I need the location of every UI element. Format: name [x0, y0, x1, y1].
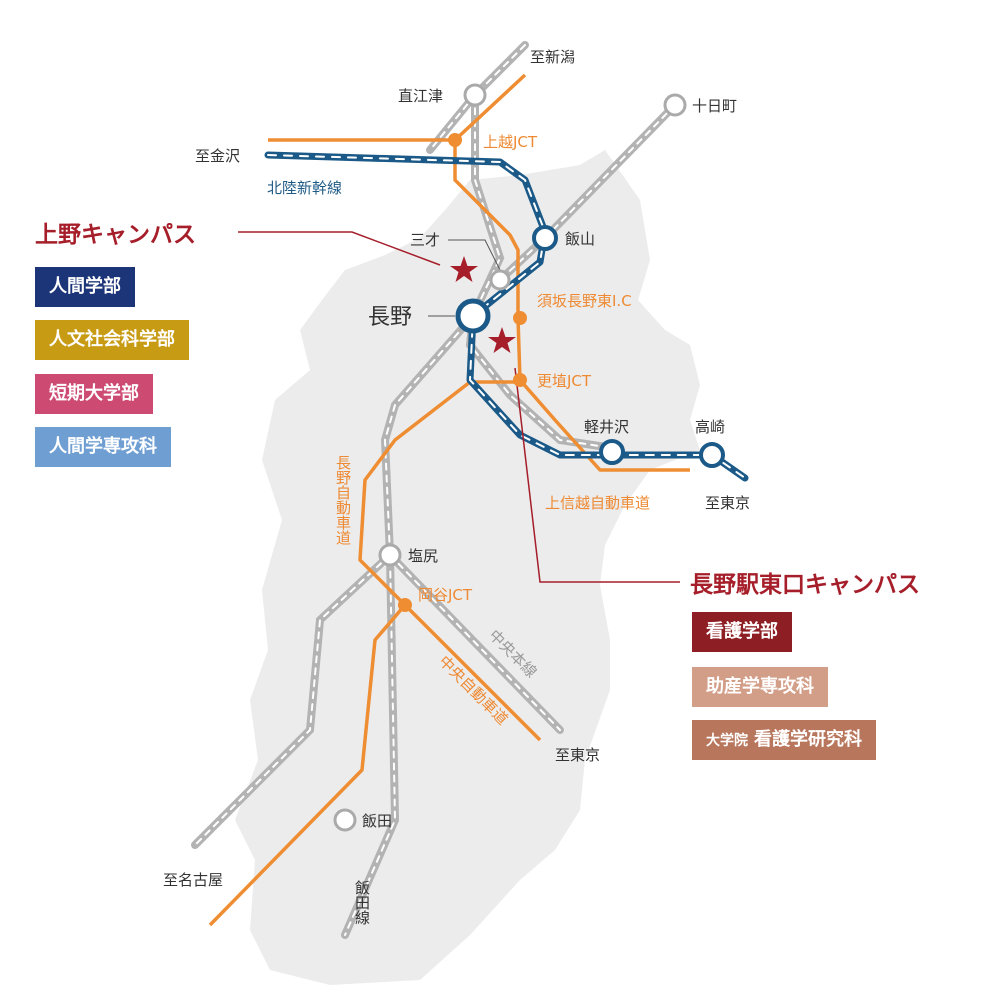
station-naganoe: [463, 83, 487, 107]
star-icon: [450, 256, 478, 282]
label-shiojiri: 塩尻: [408, 547, 438, 565]
dest-kanazawa: 至金沢: [195, 147, 240, 165]
label-nagano-exp: 長野自動車道: [334, 455, 352, 545]
faculty-badge-human-advanced: 人間学専攻科: [35, 427, 171, 467]
campus-markers: [450, 256, 516, 353]
label-tokamachi: 十日町: [692, 97, 737, 115]
hokuriku-shinkansen-line: [264, 151, 749, 482]
station-iiyama: [532, 225, 558, 251]
campus-ueno-title: 上野キャンパス: [35, 222, 196, 248]
label-koshoku-jct: 更埴JCT: [537, 372, 592, 390]
leader-lines: [238, 231, 680, 583]
prefecture-land: [235, 150, 700, 985]
stations: [333, 83, 725, 832]
label-karuizawa: 軽井沢: [584, 418, 629, 436]
station-iida: [333, 808, 357, 832]
station-tokamachi: [663, 93, 687, 117]
label-suzaka-ic: 須坂長野東I.C: [537, 292, 632, 310]
dest-tokyo-south: 至東京: [555, 746, 600, 764]
dest-tokyo-east: 至東京: [705, 494, 750, 512]
station-sansai: [489, 269, 511, 291]
label-joshinetsu: 上信越自動車道: [545, 494, 650, 512]
label-iida-line: 飯田線: [353, 880, 371, 925]
campus-nagano-east-title: 長野駅東口キャンパス: [690, 572, 920, 598]
station-takasaki: [699, 442, 725, 468]
faculty-badge-graduate-nursing: 大学院看護学研究科: [692, 720, 876, 760]
label-iiyama: 飯山: [565, 230, 595, 248]
label-hokuriku-shinkansen: 北陸新幹線: [267, 179, 342, 197]
koshoku-jct-dot: [513, 373, 527, 387]
faculty-badge-junior-college: 短期大学部: [35, 374, 153, 414]
suzaka-ic-dot: [513, 311, 527, 325]
star-icon: [488, 327, 516, 353]
label-iida: 飯田: [362, 812, 392, 830]
label-okaya-jct: 岡谷JCT: [418, 586, 473, 604]
station-karuizawa: [599, 439, 625, 465]
graduate-school-prefix: 大学院: [706, 733, 748, 749]
label-sansai: 三才: [410, 231, 440, 249]
okaya-jct-dot: [398, 598, 412, 612]
label-naganoe: 直江津: [398, 87, 443, 105]
label-joetsu-jct: 上越JCT: [483, 133, 538, 151]
faculty-badge-nursing: 看護学部: [692, 612, 792, 652]
label-nagano: 長野: [368, 305, 412, 330]
graduate-nursing-label: 看護学研究科: [754, 729, 862, 750]
junction-dots: [398, 133, 527, 612]
faculty-badge-midwifery: 助産学専攻科: [692, 667, 828, 707]
station-nagano: [455, 298, 491, 334]
dest-nagoya: 至名古屋: [163, 871, 223, 889]
faculty-badge-human-studies: 人間学部: [35, 267, 135, 307]
dest-niigata: 至新潟: [530, 48, 575, 66]
label-takasaki: 高崎: [695, 418, 725, 436]
station-shiojiri: [378, 543, 402, 567]
joetsu-jct-dot: [448, 133, 462, 147]
faculty-badge-humanities-social: 人文社会科学部: [35, 320, 189, 360]
